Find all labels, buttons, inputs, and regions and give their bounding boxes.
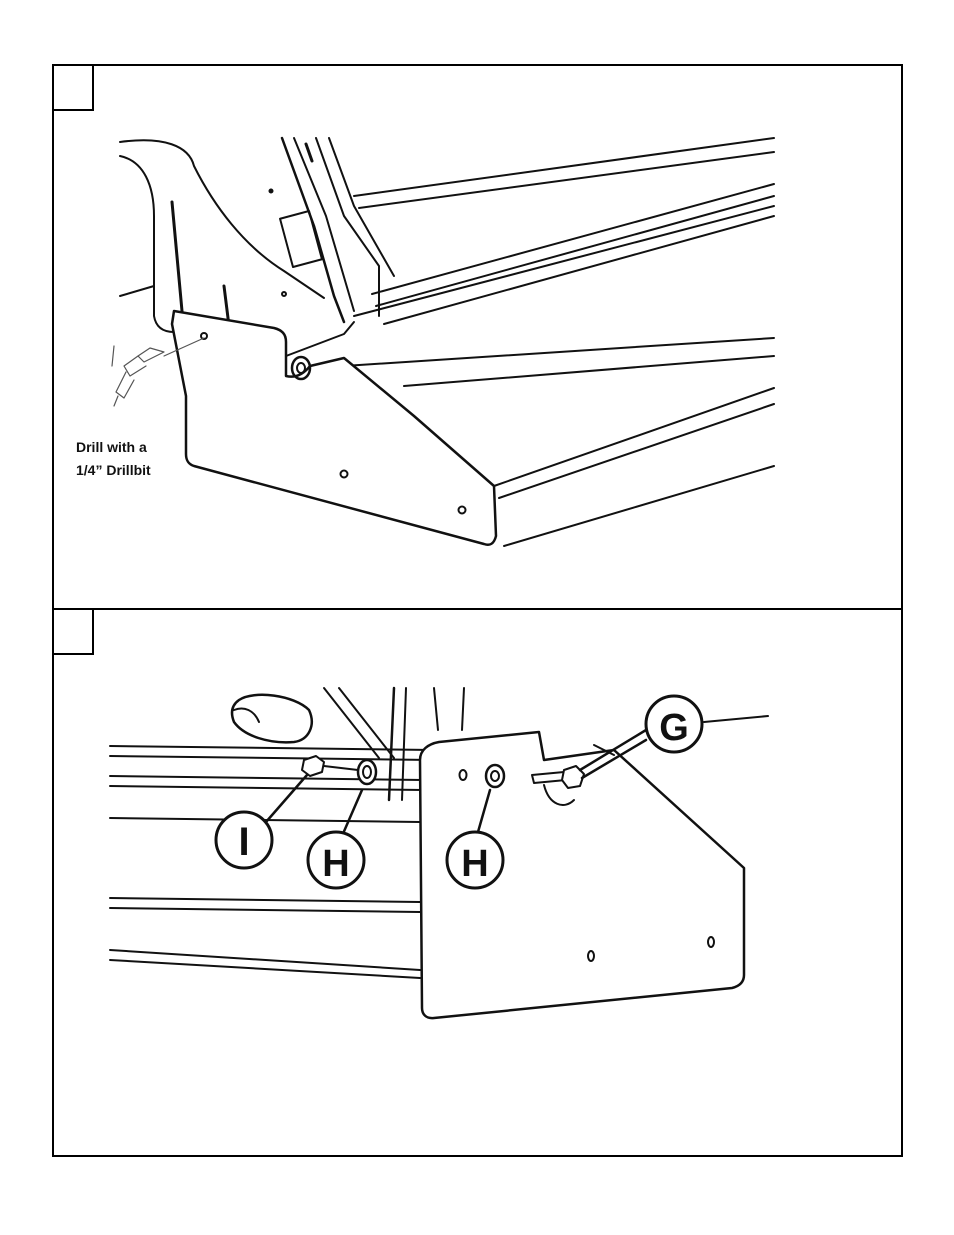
callout-label-h: H <box>322 843 349 885</box>
callout-label-g: G <box>659 707 689 749</box>
hardware-illustration: I H H G <box>54 610 901 1155</box>
callout-label-i: I <box>238 820 249 864</box>
drill-instruction-note: Drill with a 1/4” Drillbit <box>76 436 151 482</box>
callout-label-h: H <box>461 843 488 885</box>
step-panel-hardware: I H H G <box>52 608 903 1157</box>
drill-note-line-2: 1/4” Drillbit <box>76 459 151 482</box>
drill-note-line-1: Drill with a <box>76 436 151 459</box>
step-panel-drilling: Drill with a 1/4” Drillbit <box>52 64 903 611</box>
drilling-illustration <box>54 66 901 609</box>
